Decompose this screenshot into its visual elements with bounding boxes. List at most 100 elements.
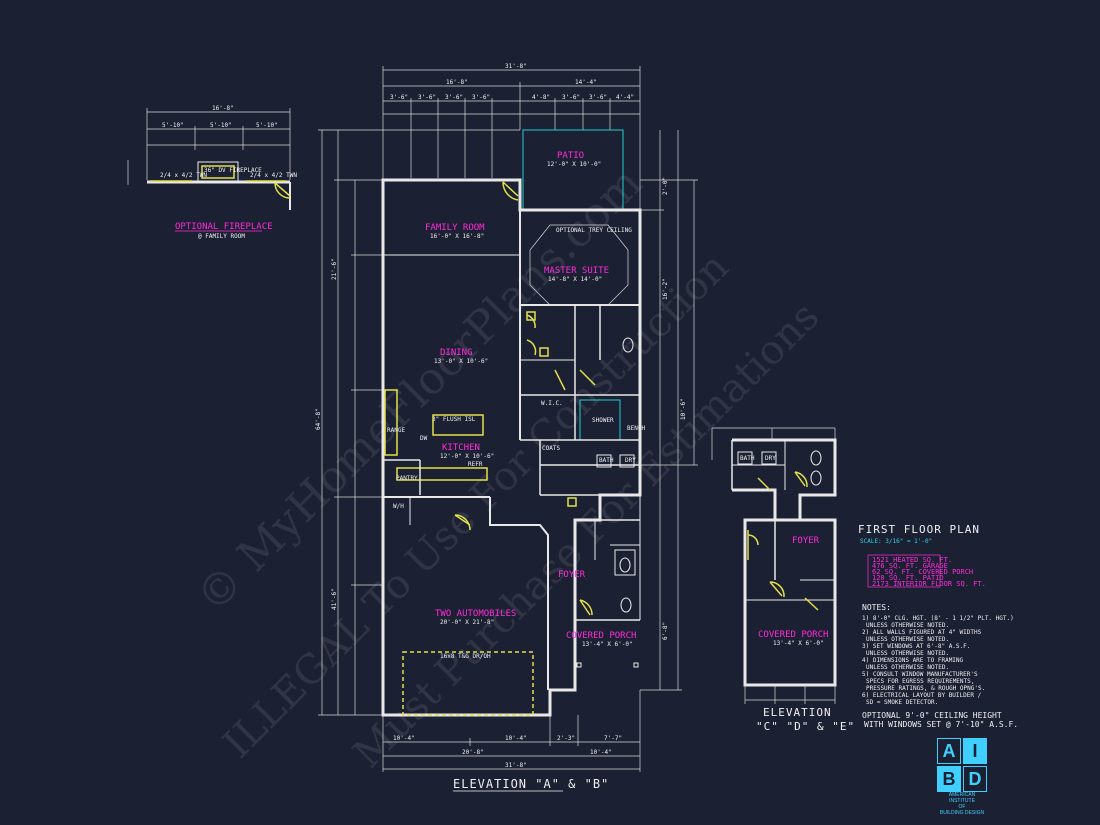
- alt-porch-name: COVERED PORCH: [758, 630, 828, 640]
- note-line-4: UNLESS OTHERWISE NOTED.: [866, 636, 949, 643]
- coats-label: COATS: [542, 445, 560, 452]
- dim-bottom-left: 20'-8": [462, 749, 484, 756]
- garage-door: [402, 651, 534, 716]
- elevation-side-title: ELEVATION: [763, 706, 832, 719]
- area-summary-box: [867, 554, 941, 588]
- dim-right-3: 10'-6": [680, 398, 687, 420]
- area-4: 120 SQ. FT. PATIO: [872, 574, 944, 582]
- kitchen-island: [432, 414, 484, 436]
- dim-overall-width: 31'-8": [505, 63, 527, 70]
- fireplace-subtitle: @ FAMILY ROOM: [198, 233, 245, 240]
- note-line-3: 2) ALL WALLS FIGURED AT 4" WIDTHS: [862, 629, 982, 636]
- room-garage-name: TWO AUTOMOBILES: [435, 609, 516, 619]
- logo-text-1: AMERICAN INSTITUTE: [948, 792, 976, 804]
- area-3: 62 SQ. FT. COVERED PORCH: [872, 568, 973, 576]
- logo-letter-b: B: [937, 766, 961, 792]
- dim-top-left: 16'-8": [446, 79, 468, 86]
- main-plan-walls: [381, 129, 642, 717]
- dim-left-total: 64'-8": [315, 408, 322, 430]
- note-line-11: PRESSURE RATINGS, & ROUGH OPNG'S.: [866, 685, 985, 692]
- area-2: 476 SQ. FT. GARAGE: [872, 562, 948, 570]
- alt-foyer-name: FOYER: [792, 536, 820, 546]
- dim-left-upper: 21'-6": [331, 258, 338, 280]
- fireplace-window-left: 2/4 x 4/2 TWN: [160, 172, 207, 179]
- note-line-6: UNLESS OTHERWISE NOTED.: [866, 650, 949, 657]
- elevation-side-subtitle: "C" "D" & "E": [756, 720, 855, 733]
- pantry-label: PANTRY: [396, 475, 418, 482]
- dim-top-seg-7: 3'-6": [589, 94, 607, 101]
- dim-right-1: 2'-0": [662, 177, 669, 195]
- range-label: RANGE: [387, 427, 405, 434]
- room-patio-size: 12'-0" X 10'-0": [547, 161, 601, 168]
- room-kitchen-name: KITCHEN: [442, 443, 480, 453]
- room-patio-name: PATIO: [557, 151, 584, 161]
- fireplace-dim-3: 5'-10": [256, 122, 278, 129]
- dim-bottom-seg-4: 7'-7": [604, 735, 622, 742]
- logo-text-3: BUILDING DESIGN: [939, 810, 985, 816]
- optional-ceiling-line-1: OPTIONAL 9'-0" CEILING HEIGHT: [862, 711, 1002, 720]
- first-floor-scale: SCALE: 3/16" = 1'-0": [860, 538, 932, 545]
- bench-label: BENCH: [627, 425, 645, 432]
- refr-label: REFR: [468, 461, 483, 468]
- logo-letter-i: I: [963, 738, 987, 764]
- room-dining-name: DINING: [440, 348, 473, 358]
- shower-label: SHOWER: [592, 417, 614, 424]
- fireplace-label: 36" DV FIREPLACE: [204, 167, 262, 174]
- note-line-7: 4) DIMENSIONS ARE TO FRAMING: [862, 657, 964, 664]
- dim-top-seg-3: 3'-6": [445, 94, 463, 101]
- first-floor-title: FIRST FLOOR PLAN: [858, 523, 980, 536]
- room-family-name: FAMILY ROOM: [425, 223, 485, 233]
- area-5: 2173 INTERIOR FLOOR SQ. FT.: [872, 580, 986, 588]
- dw-label: DW: [420, 435, 428, 442]
- dim-top-seg-1: 3'-6": [390, 94, 408, 101]
- fireplace-dim-2: 5'-10": [210, 122, 232, 129]
- area-1: 1521 HEATED SQ. FT.: [872, 556, 952, 564]
- note-line-5: 3) SET WINDOWS AT 6'-8" A.S.F.: [862, 643, 970, 650]
- room-dining-size: 13'-0" X 10'-6": [434, 358, 488, 365]
- logo-letter-a: A: [937, 738, 961, 764]
- note-line-2: UNLESS OTHERWISE NOTED.: [866, 622, 949, 629]
- title-block: FIRST FLOOR PLAN SCALE: 3/16" = 1'-0" 15…: [858, 523, 1018, 729]
- dim-right-4: 6'-8": [662, 622, 669, 640]
- dim-top-seg-4: 3'-6": [472, 94, 490, 101]
- main-plan-labels: PATIO 12'-0" X 10'-0" FAMILY ROOM 16'-0"…: [387, 151, 645, 792]
- room-family-size: 16'-0" X 16'-8": [430, 233, 484, 240]
- dim-top-seg-2: 3'-6": [418, 94, 436, 101]
- note-line-10: SPECS FOR EGRESS REQUIREMENTS,: [866, 678, 974, 685]
- logo-letter-d: D: [963, 766, 987, 792]
- aibd-logo-mark: A I B D: [937, 738, 987, 792]
- note-line-9: 5) CONSULT WINDOW MANUFACTURER'S: [862, 671, 978, 678]
- fireplace-title: OPTIONAL FIREPLACE: [175, 222, 273, 232]
- aibd-logo: A I B D AMERICAN INSTITUTE OF BUILDING D…: [936, 738, 988, 816]
- note-line-12: 6) ELECTRICAL LAYOUT BY BUILDER /: [862, 692, 982, 699]
- dim-top-seg-8: 4'-4": [616, 94, 634, 101]
- tray-ceiling-label: OPTIONAL TREY CEILING: [556, 227, 632, 234]
- dim-top-seg-5: 4'-8": [532, 94, 550, 101]
- note-line-8: UNLESS OTHERWISE NOTED.: [866, 664, 949, 671]
- alt-elevation-plan: BATH DRY FOYER COVERED PORCH 13'-4" X 6'…: [711, 427, 855, 733]
- dim-bottom-seg-2: 10'-4": [505, 735, 527, 742]
- notes-title: NOTES:: [862, 603, 891, 612]
- optional-ceiling-line-2: WITH WINDOWS SET @ 7'-10" A.S.F.: [864, 720, 1018, 729]
- fireplace-dim-1: 5'-10": [162, 122, 184, 129]
- fireplace-overall-dim: 16'-8": [212, 105, 234, 112]
- dry-label: DRY: [625, 457, 636, 464]
- dim-bottom-overall: 31'-8": [505, 762, 527, 769]
- room-master-name: MASTER SUITE: [544, 266, 609, 276]
- room-foyer-name: FOYER: [558, 570, 586, 580]
- elevation-main-title: ELEVATION "A" & "B": [453, 777, 609, 791]
- alt-dry-label: DRY: [765, 455, 776, 462]
- wic-label: W.I.C.: [541, 400, 563, 407]
- main-dimensions: 31'-8" 16'-8" 14'-4" 3'-6" 3'-6" 3'-6" 3…: [315, 63, 698, 772]
- logo-text-2: OF: [958, 804, 966, 810]
- dim-bottom-right: 10'-4": [590, 749, 612, 756]
- alt-porch-size: 13'-4" X 6'-0": [773, 640, 824, 647]
- garage-door-label: 16x8 T&G DR/OH: [440, 653, 491, 660]
- dim-top-seg-6: 3'-6": [562, 94, 580, 101]
- dim-left-lower: 41'-6": [331, 588, 338, 610]
- dim-top-right: 14'-4": [575, 79, 597, 86]
- dim-bottom-seg-1: 10'-4": [393, 735, 415, 742]
- note-line-1: 1) 8'-0" CLG. HGT. (8' - 1 1/2" PLT. HGT…: [862, 615, 1014, 622]
